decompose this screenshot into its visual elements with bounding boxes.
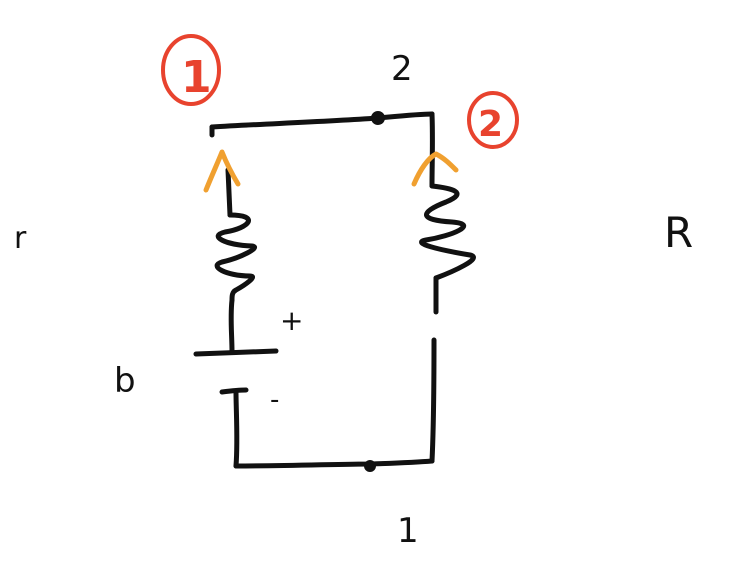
node-2-label: 2 (391, 49, 413, 89)
bottom-wire (233, 458, 435, 469)
loop-marker-right-circle (467, 91, 519, 149)
left-wire-to-battery (228, 297, 235, 355)
battery-plus-sign: + (280, 304, 303, 337)
internal-resistance-label: r (14, 221, 27, 256)
node-1-label: 1 (397, 511, 419, 551)
resistor-R (419, 183, 476, 281)
battery-long-plate (193, 348, 279, 357)
left-wire-upper (209, 124, 233, 218)
battery-label: b (114, 361, 136, 401)
node-2-dot (371, 111, 385, 125)
left-wire-lower (233, 389, 240, 469)
node-1-dot (364, 460, 376, 472)
current-arrow-right (411, 151, 459, 187)
right-wire-lower (429, 337, 437, 464)
top-wire (209, 111, 435, 130)
loop-marker-right-label: 2 (478, 104, 503, 145)
loop-marker-left-circle (161, 34, 221, 106)
loop-marker-left-label: 1 (181, 52, 212, 103)
current-arrow-left (203, 149, 241, 193)
battery-minus-sign: - (270, 385, 279, 415)
external-resistance-label: R (664, 208, 693, 257)
resistor-r (214, 212, 257, 303)
